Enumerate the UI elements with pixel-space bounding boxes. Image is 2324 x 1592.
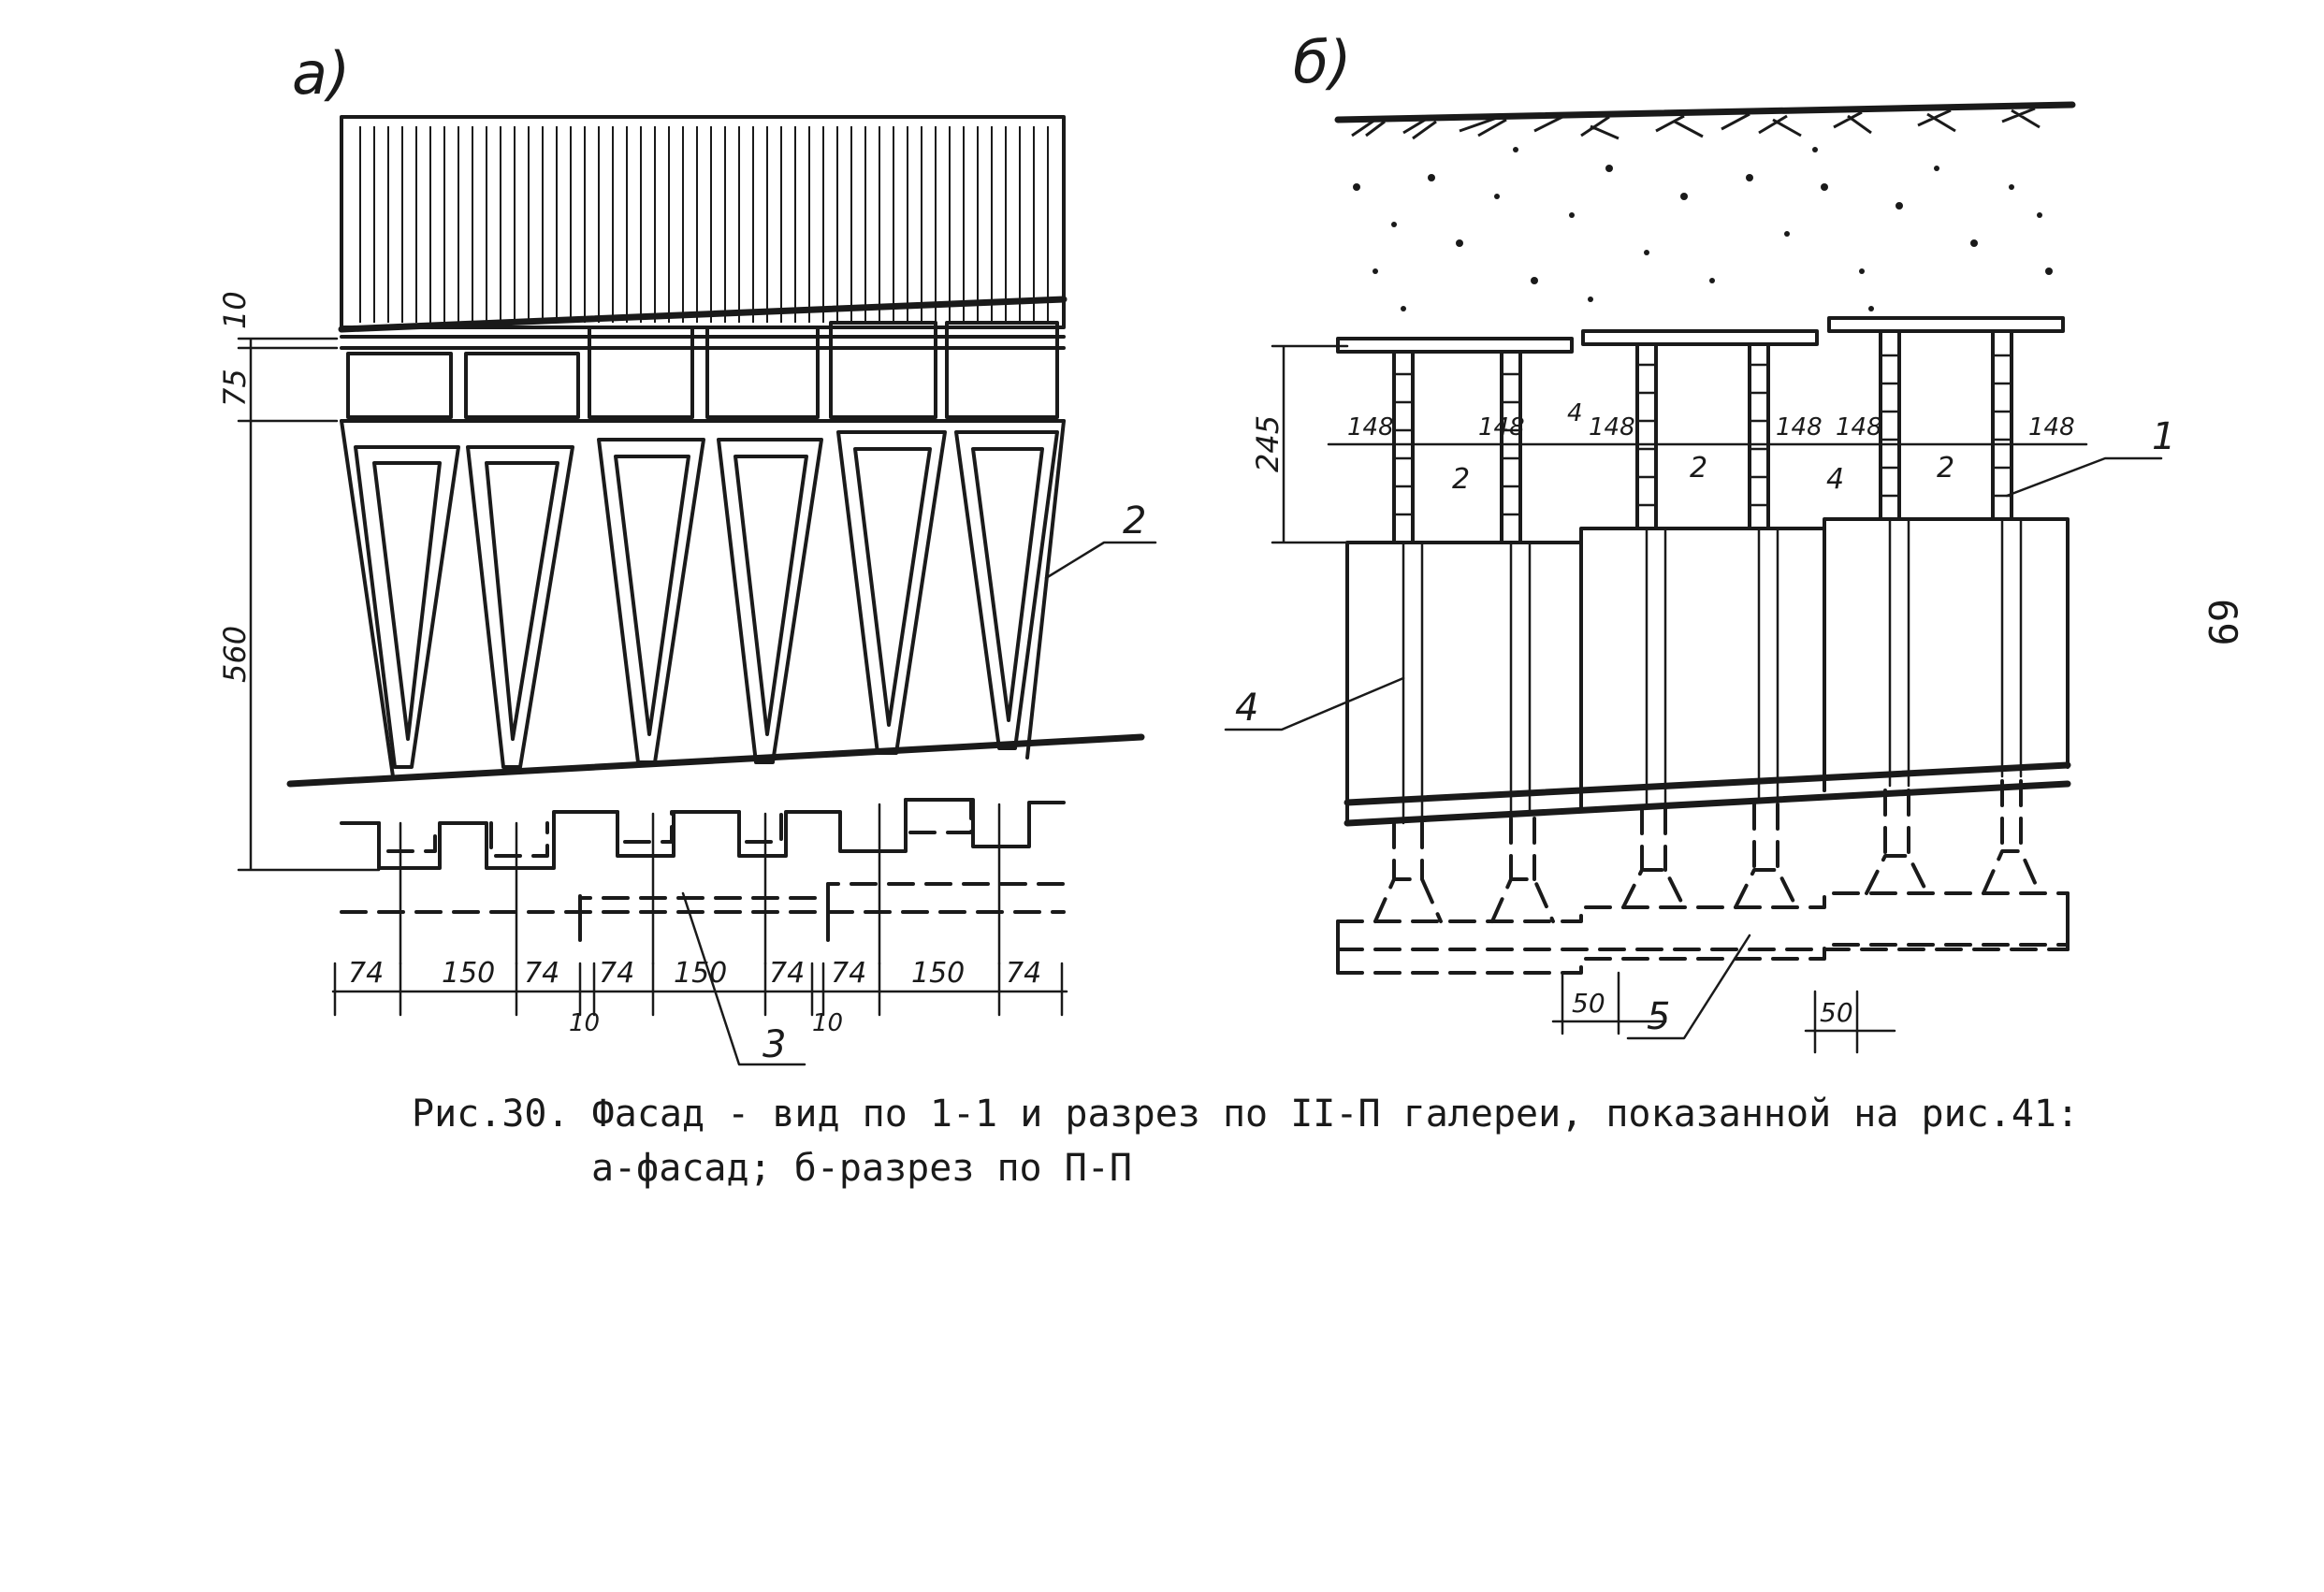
dim-b-web-1: 2 <box>1452 463 1470 496</box>
dim-a-150-1: 150 <box>442 957 495 990</box>
dim-b-148-4: 148 <box>1776 413 1823 441</box>
tapered-frames <box>340 419 1066 778</box>
dim-a-gap-1: 10 <box>569 1009 600 1037</box>
panel-row <box>340 321 1066 423</box>
dim-b-joint-1: 4 <box>1567 399 1583 427</box>
panel-a-callouts: 2 3 <box>681 499 1157 1066</box>
dim-a-150-2: 150 <box>674 957 727 990</box>
dim-b-50-2: 50 <box>1820 997 1853 1028</box>
dim-b-148-3: 148 <box>1589 413 1635 441</box>
panel-b-label: б) <box>1293 28 1351 96</box>
dim-a-74-1: 74 <box>348 957 384 990</box>
dim-b-50-1: 50 <box>1572 988 1605 1019</box>
panel-a-vertical-dimension: 10 75 560 <box>217 291 381 872</box>
panel-b-beam-dimensions: 148 148 148 148 148 148 2 2 2 4 4 <box>1327 399 2088 496</box>
page-number: 69 <box>2200 599 2245 646</box>
dim-a-75: 75 <box>217 369 253 407</box>
soil-fill <box>1353 147 2053 311</box>
dim-b-web-3: 2 <box>1937 452 1954 485</box>
dim-a-74-6: 74 <box>1006 957 1041 990</box>
panel-b-callouts: 1 4 5 <box>1224 415 2175 1040</box>
callout-2: 2 <box>1123 499 1146 543</box>
dim-b-148-5: 148 <box>1836 413 1882 441</box>
parapet-hatching <box>359 126 1049 323</box>
dim-b-joint-2: 4 <box>1826 463 1844 496</box>
soil-surface <box>1334 101 2076 123</box>
dim-b-148-6: 148 <box>2028 413 2075 441</box>
soil-hatching <box>1351 107 2041 140</box>
parapet-block <box>340 115 1066 329</box>
ground-line <box>286 733 1145 788</box>
panel-a-label: a) <box>292 39 350 108</box>
callout-1: 1 <box>2152 415 2175 458</box>
sloped-beam <box>338 296 1068 333</box>
callout-5: 5 <box>1647 995 1670 1038</box>
callout-4: 4 <box>1235 687 1258 730</box>
wall-panels <box>1344 517 2071 827</box>
dim-a-10: 10 <box>217 291 253 329</box>
dim-a-560: 560 <box>217 626 253 683</box>
panel-b-foundation <box>1336 779 2070 975</box>
panel-b-height-dimension: 245 <box>1250 344 1349 544</box>
panel-a-horizontal-dimension: 74 150 74 74 150 74 74 150 74 10 10 <box>331 803 1068 1037</box>
callout-3: 3 <box>763 1023 786 1066</box>
dim-a-74-5: 74 <box>831 957 866 990</box>
dim-a-74-4: 74 <box>769 957 805 990</box>
dim-a-150-3: 150 <box>911 957 965 990</box>
figure-caption-line-2: а-фасад; б-разрез по П-П <box>591 1147 1132 1190</box>
foundation <box>340 798 1066 942</box>
dim-b-web-2: 2 <box>1690 452 1707 485</box>
dim-a-gap-2: 10 <box>812 1009 843 1037</box>
panel-a-facade: a) <box>217 39 1157 1066</box>
dim-a-74-3: 74 <box>599 957 634 990</box>
dim-b-148-2: 148 <box>1478 413 1525 441</box>
figure-caption-line-1: Рис.30. Фасад - вид по 1-1 и разрез по I… <box>412 1093 2080 1136</box>
i-beams <box>1336 316 2065 544</box>
panel-b-section: б) <box>1224 28 2175 1054</box>
dim-a-74-2: 74 <box>524 957 559 990</box>
panel-b-bottom-dimensions: 50 50 <box>1551 971 1896 1054</box>
dim-b-148-1: 148 <box>1347 413 1394 441</box>
dim-b-245: 245 <box>1250 415 1285 472</box>
